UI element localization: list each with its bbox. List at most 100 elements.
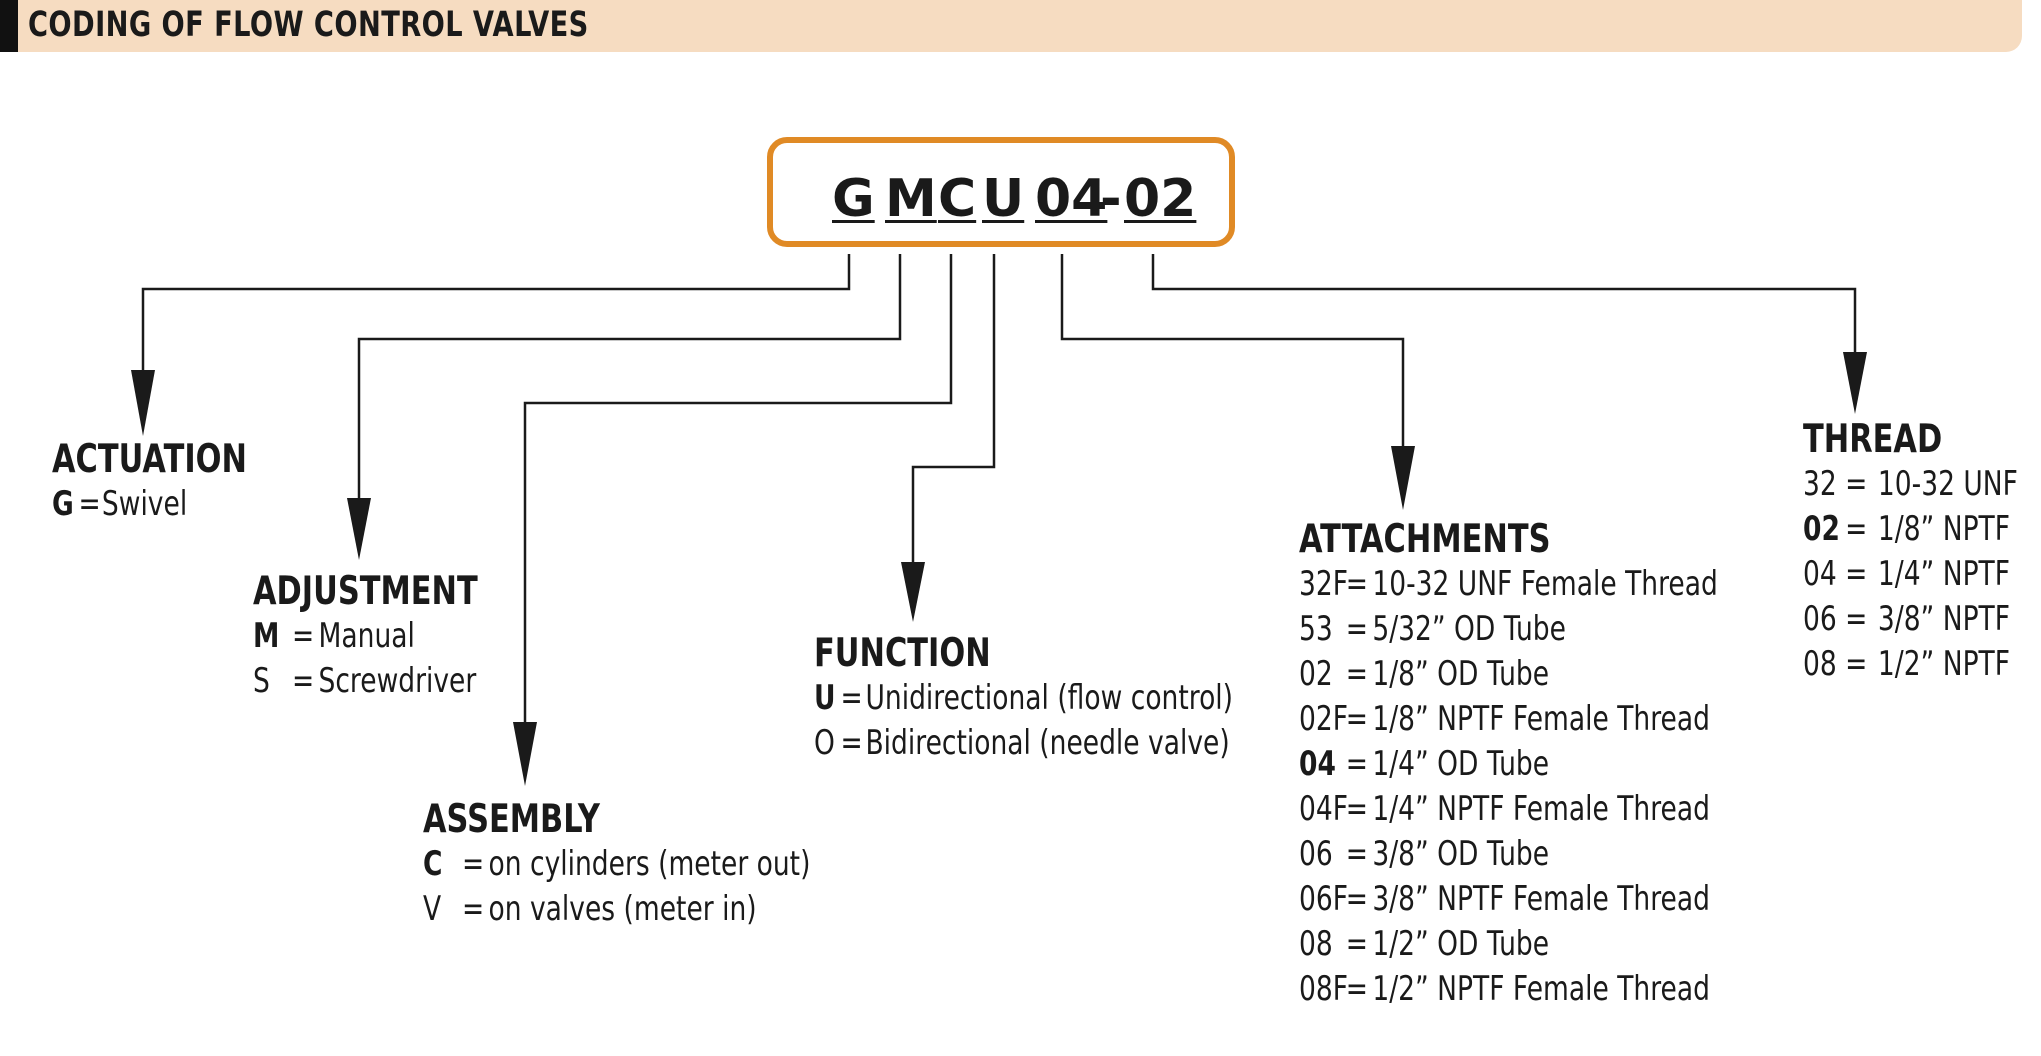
group-title: ASSEMBLY <box>423 797 600 842</box>
connector-adjustment <box>357 254 902 510</box>
code-segment-actuation: G <box>832 169 875 229</box>
option-code: 08F <box>1299 969 1349 1009</box>
option-row: 06F = 3/8” NPTF Female Thread <box>1299 877 1710 922</box>
option-equals: = <box>1845 554 1868 594</box>
option-row: M = Manual <box>253 614 478 659</box>
option-desc: 1/4” NPTF <box>1877 554 2011 594</box>
group-actuation: ACTUATION G = Swivel <box>52 438 302 527</box>
option-row: 53 = 5/32” OD Tube <box>1299 607 1566 652</box>
option-equals: = <box>1345 654 1369 694</box>
option-desc: 1/2” OD Tube <box>1372 924 1550 964</box>
option-row: V = on valves (meter in) <box>423 887 757 932</box>
code-segment-assembly: C <box>938 169 977 229</box>
option-code: 04 <box>1299 744 1336 784</box>
option-equals: = <box>1845 599 1868 639</box>
option-equals: = <box>78 484 101 524</box>
option-equals: = <box>1345 609 1369 649</box>
option-equals: = <box>292 616 315 656</box>
group-title: THREAD <box>1803 417 1943 462</box>
code-segment-thread: 02 <box>1124 169 1197 229</box>
option-row: 04 = 1/4” NPTF <box>1803 552 2010 597</box>
option-desc: 1/2” NPTF <box>1877 644 2011 684</box>
connector-actuation <box>141 254 851 392</box>
option-equals: = <box>1845 464 1868 504</box>
option-desc: Manual <box>318 616 415 656</box>
option-desc: Bidirectional (needle valve) <box>865 723 1230 763</box>
option-code: S <box>253 661 270 701</box>
option-row: C = on cylinders (meter out) <box>423 842 810 887</box>
option-row: 02F = 1/8” NPTF Female Thread <box>1299 697 1710 742</box>
option-equals: = <box>1345 699 1369 739</box>
option-equals: = <box>1345 834 1369 874</box>
group-assembly: ASSEMBLY C = on cylinders (meter out) V … <box>423 797 810 932</box>
option-code: O <box>814 723 835 763</box>
option-row: 06 = 3/8” OD Tube <box>1299 832 1551 877</box>
connector-attachments <box>1060 254 1405 448</box>
code-segment-adjustment: M <box>885 169 937 229</box>
option-row: 08F = 1/2” NPTF Female Thread <box>1299 967 1710 1012</box>
header-bar <box>0 0 2022 52</box>
option-row: U = Unidirectional (flow control) <box>814 676 1233 721</box>
option-desc: 1/4” NPTF Female Thread <box>1372 789 1710 829</box>
arrowhead-actuation <box>131 370 155 436</box>
option-equals: = <box>1345 879 1369 919</box>
option-row: 32F = 10-32 UNF Female Thread <box>1299 562 1718 607</box>
option-code: C <box>423 844 443 884</box>
option-desc: 1/8” NPTF <box>1877 509 2011 549</box>
option-row: G = Swivel <box>52 482 247 527</box>
option-code: U <box>814 678 836 718</box>
option-code: V <box>423 889 442 929</box>
option-equals: = <box>292 661 315 701</box>
option-row: 02 = 1/8” NPTF <box>1803 507 2010 552</box>
option-equals: = <box>1845 509 1868 549</box>
arrowhead-adjustment <box>347 498 371 560</box>
option-row: 06 = 3/8” NPTF <box>1803 597 2010 642</box>
connector-assembly <box>523 254 953 745</box>
group-thread: THREAD 32 = 10-32 UNF 02 = 1/8” NPTF 04 … <box>1803 417 2018 687</box>
option-equals: = <box>1345 744 1369 784</box>
option-equals: = <box>1345 924 1369 964</box>
model-code-box: G M C U 04 - 02 <box>767 137 1235 247</box>
option-equals: = <box>462 889 485 929</box>
option-desc: 1/8” NPTF Female Thread <box>1372 699 1710 739</box>
option-row: S = Screwdriver <box>253 659 478 704</box>
group-title: ADJUSTMENT <box>253 569 478 614</box>
option-equals: = <box>1345 789 1369 829</box>
option-equals: = <box>1845 644 1868 684</box>
option-code: 08 <box>1803 644 1837 684</box>
option-code: 02 <box>1803 509 1840 549</box>
option-row: 04F = 1/4” NPTF Female Thread <box>1299 787 1710 832</box>
group-title: ATTACHMENTS <box>1299 517 1551 562</box>
option-row: 02 = 1/8” OD Tube <box>1299 652 1551 697</box>
group-title: ACTUATION <box>52 437 247 482</box>
option-desc: 3/8” NPTF Female Thread <box>1372 879 1710 919</box>
option-desc: on cylinders (meter out) <box>488 844 811 884</box>
option-desc: 1/4” OD Tube <box>1372 744 1550 784</box>
connector-thread <box>1151 254 1857 352</box>
option-equals: = <box>840 723 863 763</box>
option-desc: on valves (meter in) <box>488 889 757 929</box>
page-title: CODING OF FLOW CONTROL VALVES <box>28 5 589 45</box>
option-desc: 1/2” NPTF Female Thread <box>1372 969 1710 1009</box>
option-code: G <box>52 484 74 524</box>
option-row: 04 = 1/4” OD Tube <box>1299 742 1551 787</box>
group-function: FUNCTION U = Unidirectional (flow contro… <box>814 632 1233 766</box>
group-attachments: ATTACHMENTS 32F = 10-32 UNF Female Threa… <box>1299 517 1718 1012</box>
option-equals: = <box>462 844 485 884</box>
option-desc: 3/8” OD Tube <box>1372 834 1550 874</box>
option-code: 08 <box>1299 924 1333 964</box>
option-code: 04 <box>1803 554 1837 594</box>
header-accent <box>0 0 18 52</box>
arrowhead-thread <box>1843 352 1867 414</box>
option-row: 08 = 1/2” OD Tube <box>1299 922 1551 967</box>
option-desc: 10-32 UNF Female Thread <box>1372 564 1718 604</box>
connector-function <box>911 254 996 578</box>
option-code: 32F <box>1299 564 1349 604</box>
option-equals: = <box>1345 564 1369 604</box>
option-desc: 1/8” OD Tube <box>1372 654 1550 694</box>
arrowhead-attachments <box>1391 446 1415 510</box>
option-code: 32 <box>1803 464 1837 504</box>
code-segment-dash: - <box>1100 169 1122 229</box>
code-segment-attachments: 04 <box>1035 169 1108 229</box>
option-desc: 5/32” OD Tube <box>1372 609 1566 649</box>
